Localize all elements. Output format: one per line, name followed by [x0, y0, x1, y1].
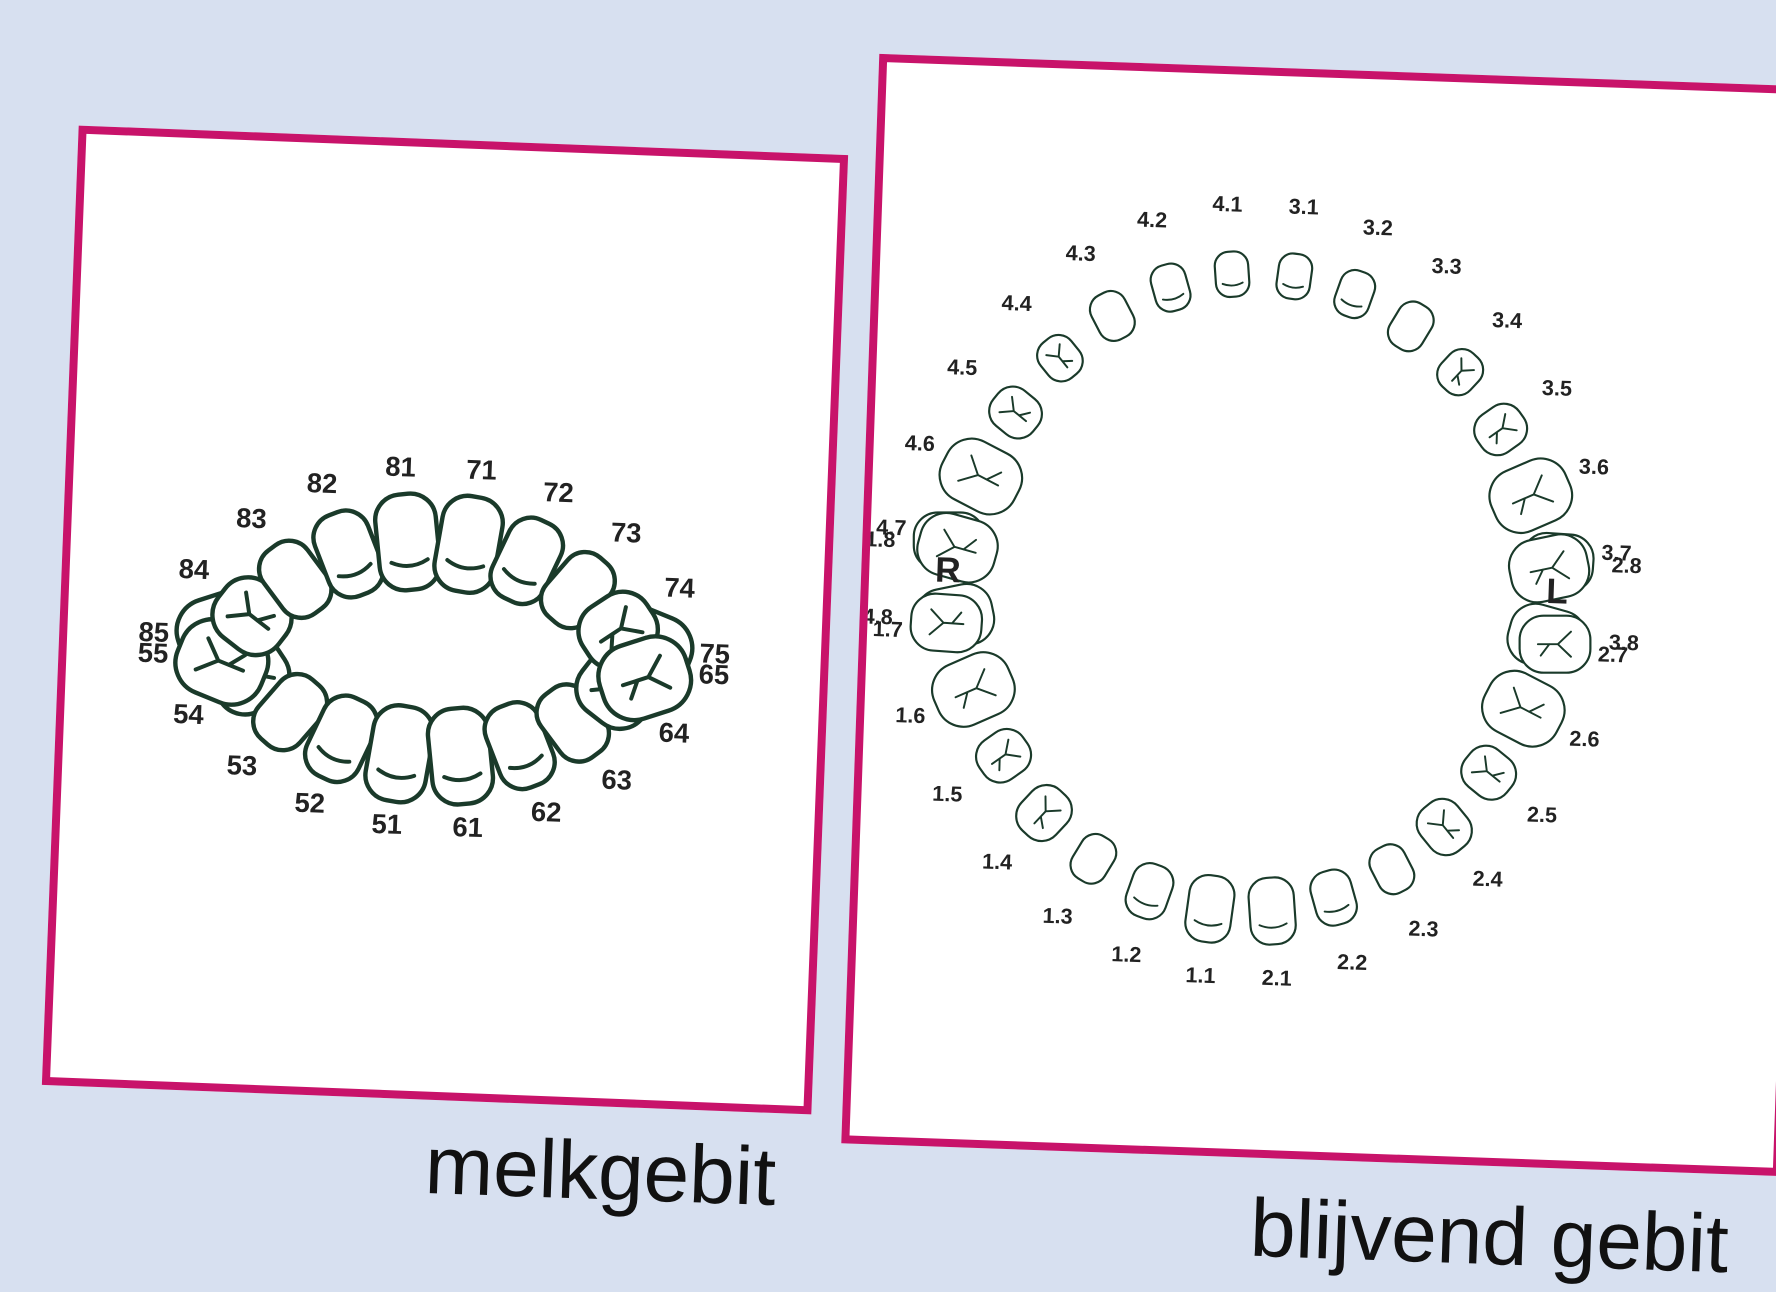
tooth-number: 4.5: [947, 354, 978, 380]
tooth-number: 82: [306, 467, 338, 499]
tooth-number: 3.8: [1608, 629, 1639, 655]
tooth-number: 2.3: [1408, 916, 1439, 942]
tooth-number: 4.6: [904, 430, 935, 456]
tooth: [1121, 858, 1178, 924]
tooth: [1467, 396, 1535, 462]
tooth-number: 4.7: [876, 514, 907, 540]
tooth: [373, 491, 443, 592]
tooth-outline: [1214, 251, 1250, 298]
tooth-number: 3.2: [1362, 214, 1393, 240]
tooth: [981, 379, 1049, 446]
tooth-number: 73: [610, 516, 642, 548]
tooth-outline: [1147, 260, 1194, 315]
tooth-number: 4.4: [1001, 290, 1032, 316]
permanent-teeth-caption: blijvend gebit: [1249, 1182, 1731, 1292]
tooth-outline: [1306, 866, 1361, 930]
tooth-number: 4.3: [1065, 240, 1096, 266]
tooth-number: 83: [236, 502, 268, 534]
tooth: [930, 429, 1031, 524]
tooth-number: 4.8: [862, 603, 893, 629]
tooth-outline: [1247, 876, 1297, 946]
tooth-outline: [373, 491, 443, 592]
tooth: [1382, 296, 1439, 357]
tooth: [1008, 777, 1080, 849]
tooth-number: 1.6: [895, 702, 926, 728]
tooth-number: 84: [178, 553, 210, 585]
tooth-number: 1.1: [1185, 962, 1216, 988]
tooth-number: 1.3: [1042, 903, 1073, 929]
tooth-number: 1.4: [982, 849, 1013, 875]
tooth: [1520, 616, 1591, 673]
tooth: [1084, 286, 1140, 347]
tooth-number: 71: [466, 454, 498, 486]
tooth-number: 54: [173, 698, 205, 730]
tooth: [1247, 876, 1297, 946]
tooth-number: 1.5: [932, 781, 963, 807]
tooth-number: 74: [664, 572, 696, 604]
tooth: [1481, 450, 1581, 542]
tooth: [968, 721, 1039, 790]
tooth: [1275, 252, 1314, 301]
tooth: [1453, 738, 1524, 808]
tooth-outline: [1330, 266, 1379, 322]
tooth: [1030, 328, 1089, 388]
tooth-outline: [1364, 839, 1420, 900]
side-label-right: R: [935, 551, 962, 591]
tooth-number: 51: [371, 808, 403, 840]
tooth-number: 64: [658, 717, 690, 749]
tooth-number: 52: [294, 787, 326, 819]
tooth: [1214, 251, 1250, 298]
tooth: [1409, 791, 1480, 863]
tooth-outline: [1121, 858, 1178, 924]
side-label-left: L: [1546, 572, 1569, 612]
tooth: [924, 644, 1024, 736]
tooth-number: 3.6: [1579, 454, 1610, 480]
tooth-number: 2.6: [1569, 726, 1600, 752]
tooth-number: 4.2: [1137, 207, 1168, 233]
tooth-number: 2.1: [1261, 965, 1292, 991]
tooth-number: 72: [543, 476, 575, 508]
tooth-number: 2.4: [1472, 866, 1503, 892]
tooth-number: 53: [226, 749, 258, 781]
tooth-outline: [1183, 873, 1237, 945]
tooth-number: 4.1: [1212, 191, 1243, 217]
primary-teeth-caption: melkgebit: [423, 1119, 777, 1225]
tooth-number: 3.7: [1601, 540, 1632, 566]
tooth: [1330, 266, 1379, 322]
tooth: [1306, 866, 1361, 930]
tooth: [1430, 342, 1490, 402]
tooth: [1364, 839, 1420, 900]
tooth-number: 3.5: [1542, 375, 1573, 401]
tooth-number: 62: [530, 796, 562, 828]
tooth-number: 2.5: [1527, 801, 1558, 827]
tooth-number: 85: [138, 616, 170, 648]
tooth: [1183, 873, 1237, 945]
tooth-number: 63: [601, 764, 633, 796]
tooth-number: 2.2: [1337, 949, 1368, 975]
tooth-number: 3.4: [1492, 307, 1523, 333]
tooth: [1065, 828, 1122, 889]
tooth-number: 3.1: [1288, 193, 1319, 219]
permanent-teeth-chart: 1.81.71.61.51.41.31.21.12.12.22.32.42.52…: [841, 54, 1776, 1176]
tooth-number: 61: [452, 811, 484, 843]
tooth: [1147, 260, 1194, 315]
tooth-outline: [1065, 828, 1122, 889]
tooth-number: 81: [385, 451, 417, 483]
tooth-outline: [1084, 286, 1140, 347]
tooth-outline: [1382, 296, 1439, 357]
tooth-outline: [1275, 252, 1314, 301]
tooth-number: 3.3: [1431, 253, 1462, 279]
tooth-number: 1.2: [1111, 941, 1142, 967]
tooth-number: 75: [699, 637, 731, 669]
tooth: [909, 592, 984, 654]
tooth: [1473, 661, 1574, 756]
